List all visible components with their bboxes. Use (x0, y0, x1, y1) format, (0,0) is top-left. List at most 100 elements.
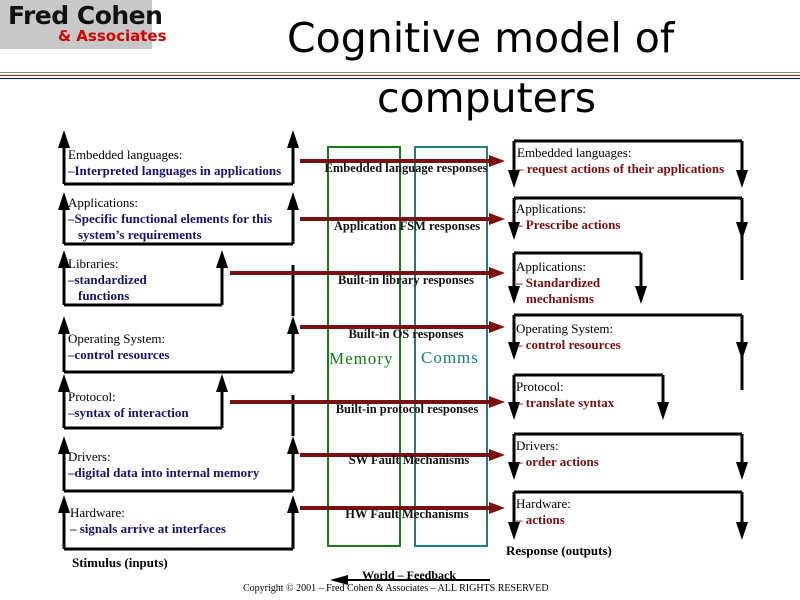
layer-heading: Operating System: (516, 321, 614, 336)
arrow-head-icon (489, 449, 505, 461)
up-arrow-icon (287, 130, 299, 148)
response-label: Built-in OS responses (348, 327, 464, 341)
response-caption: Response (outputs) (506, 543, 612, 558)
layer-heading: Protocol: (68, 389, 116, 404)
layer-detail: – request actions of their applications (517, 161, 725, 176)
up-arrow-icon (216, 250, 228, 268)
up-arrow-icon (58, 495, 70, 513)
up-arrow-icon (58, 374, 70, 392)
feedback-label: World – Feedback (362, 568, 457, 582)
response-layer: Protocol: – translate syntax (516, 379, 614, 411)
layer-heading: Libraries: (68, 256, 119, 271)
slide-title-line1: Cognitive model of (287, 14, 675, 62)
up-arrow-icon (287, 495, 299, 513)
layer-detail: – Standardized (516, 275, 601, 290)
layer-detail: mechanisms (526, 291, 594, 306)
response-layer: Embedded languages: – request actions of… (517, 145, 724, 177)
logo-name: Fred Cohen (8, 1, 163, 30)
logo-subtitle: & Associates (58, 27, 167, 45)
layer-detail: –Interpreted languages in applications (68, 163, 282, 178)
layer-detail: –control resources (68, 347, 170, 362)
layer-detail: –Specific functional elements for this (68, 211, 273, 226)
response-label: Built-in protocol responses (335, 402, 479, 416)
arrow-head-icon (489, 502, 505, 514)
stimulus-layer: Libraries: –standardized functions (68, 256, 147, 304)
down-arrow-icon (736, 522, 748, 540)
down-arrow-icon (635, 286, 647, 304)
arrow-head-icon (489, 213, 505, 225)
up-arrow-icon (58, 192, 70, 210)
up-arrow-icon (58, 436, 70, 454)
layer-detail: functions (78, 288, 130, 303)
left-arrow-icon (330, 575, 348, 585)
layer-heading: Operating System: (68, 331, 166, 346)
response-label: Embedded language responses (324, 161, 488, 175)
layer-heading: Drivers: (516, 438, 559, 453)
response-label: Built-in library responses (338, 273, 474, 287)
layer-detail: system’s requirements (78, 227, 202, 242)
layer-detail: –syntax of interaction (68, 405, 189, 420)
layer-heading: Applications: (516, 259, 587, 274)
layer-detail: – control resources (516, 337, 621, 352)
layer-heading: Applications: (68, 195, 139, 210)
response-layer: Operating System: – control resources (516, 321, 621, 353)
up-arrow-icon (58, 316, 70, 334)
up-arrow-icon (287, 192, 299, 210)
response-layer: Drivers: – order actions (516, 438, 599, 470)
stimulus-caption: Stimulus (inputs) (72, 555, 168, 570)
comms-label: Comms (421, 348, 479, 367)
stimulus-layer: Operating System: –control resources (68, 331, 169, 363)
response-label: HW Fault Mechanisms (345, 507, 469, 521)
stimulus-layer: Hardware: – signals arrive at interfaces (70, 505, 226, 537)
up-arrow-icon (58, 130, 70, 148)
layer-heading: Protocol: (516, 379, 564, 394)
layer-detail: – actions (516, 512, 565, 527)
response-layer: Hardware: – actions (516, 496, 571, 528)
up-arrow-icon (287, 316, 299, 334)
header-rule-3 (0, 78, 800, 79)
layer-detail: – signals arrive at interfaces (70, 521, 226, 536)
layer-heading: Embedded languages: (517, 145, 632, 160)
layer-detail: –standardized (68, 272, 147, 287)
arrow-head-icon (489, 267, 505, 279)
layer-heading: Embedded languages: (68, 147, 183, 162)
layer-detail: – translate syntax (516, 395, 615, 410)
stimulus-layer: Drivers: –digital data into internal mem… (68, 449, 259, 481)
up-arrow-icon (58, 250, 70, 268)
arrow-head-icon (489, 155, 505, 167)
layer-heading: Applications: (516, 201, 587, 216)
stimulus-layer: Applications: –Specific functional eleme… (68, 195, 272, 243)
layer-heading: Hardware: (516, 496, 571, 511)
response-label: Application FSM responses (333, 219, 481, 233)
arrow-head-icon (489, 396, 505, 408)
response-layer: Applications: – Standardized mechanisms (516, 259, 600, 307)
slide-title-line2: computers (377, 74, 597, 122)
comms-box (414, 146, 488, 547)
stimulus-layer: Protocol: –syntax of interaction (68, 389, 189, 421)
layer-heading: Drivers: (68, 449, 111, 464)
down-arrow-icon (736, 170, 748, 188)
copyright: Copyright © 2001 – Fred Cohen & Associat… (243, 583, 549, 594)
down-arrow-icon (508, 286, 520, 304)
down-arrow-icon (508, 522, 520, 540)
layer-detail: –digital data into internal memory (68, 465, 260, 480)
stimulus-layer: Embedded languages: –Interpreted languag… (68, 147, 281, 179)
down-arrow-icon (736, 462, 748, 480)
down-arrow-icon (508, 462, 520, 480)
header-rule-1 (0, 72, 800, 73)
header-rule-2 (0, 75, 800, 76)
down-arrow-icon (508, 342, 520, 360)
memory-box (327, 146, 401, 547)
memory-label: Memory (329, 349, 394, 368)
layer-heading: Hardware: (70, 505, 125, 520)
layer-detail: – order actions (516, 454, 599, 469)
down-arrow-icon (508, 170, 520, 188)
response-label: SW Fault Mechanisms (348, 453, 470, 467)
layer-detail: – Prescribe actions (516, 217, 621, 232)
up-arrow-icon (287, 436, 299, 454)
down-arrow-icon (508, 402, 520, 420)
logo-background (0, 0, 152, 49)
response-layer: Applications: – Prescribe actions (516, 201, 620, 233)
